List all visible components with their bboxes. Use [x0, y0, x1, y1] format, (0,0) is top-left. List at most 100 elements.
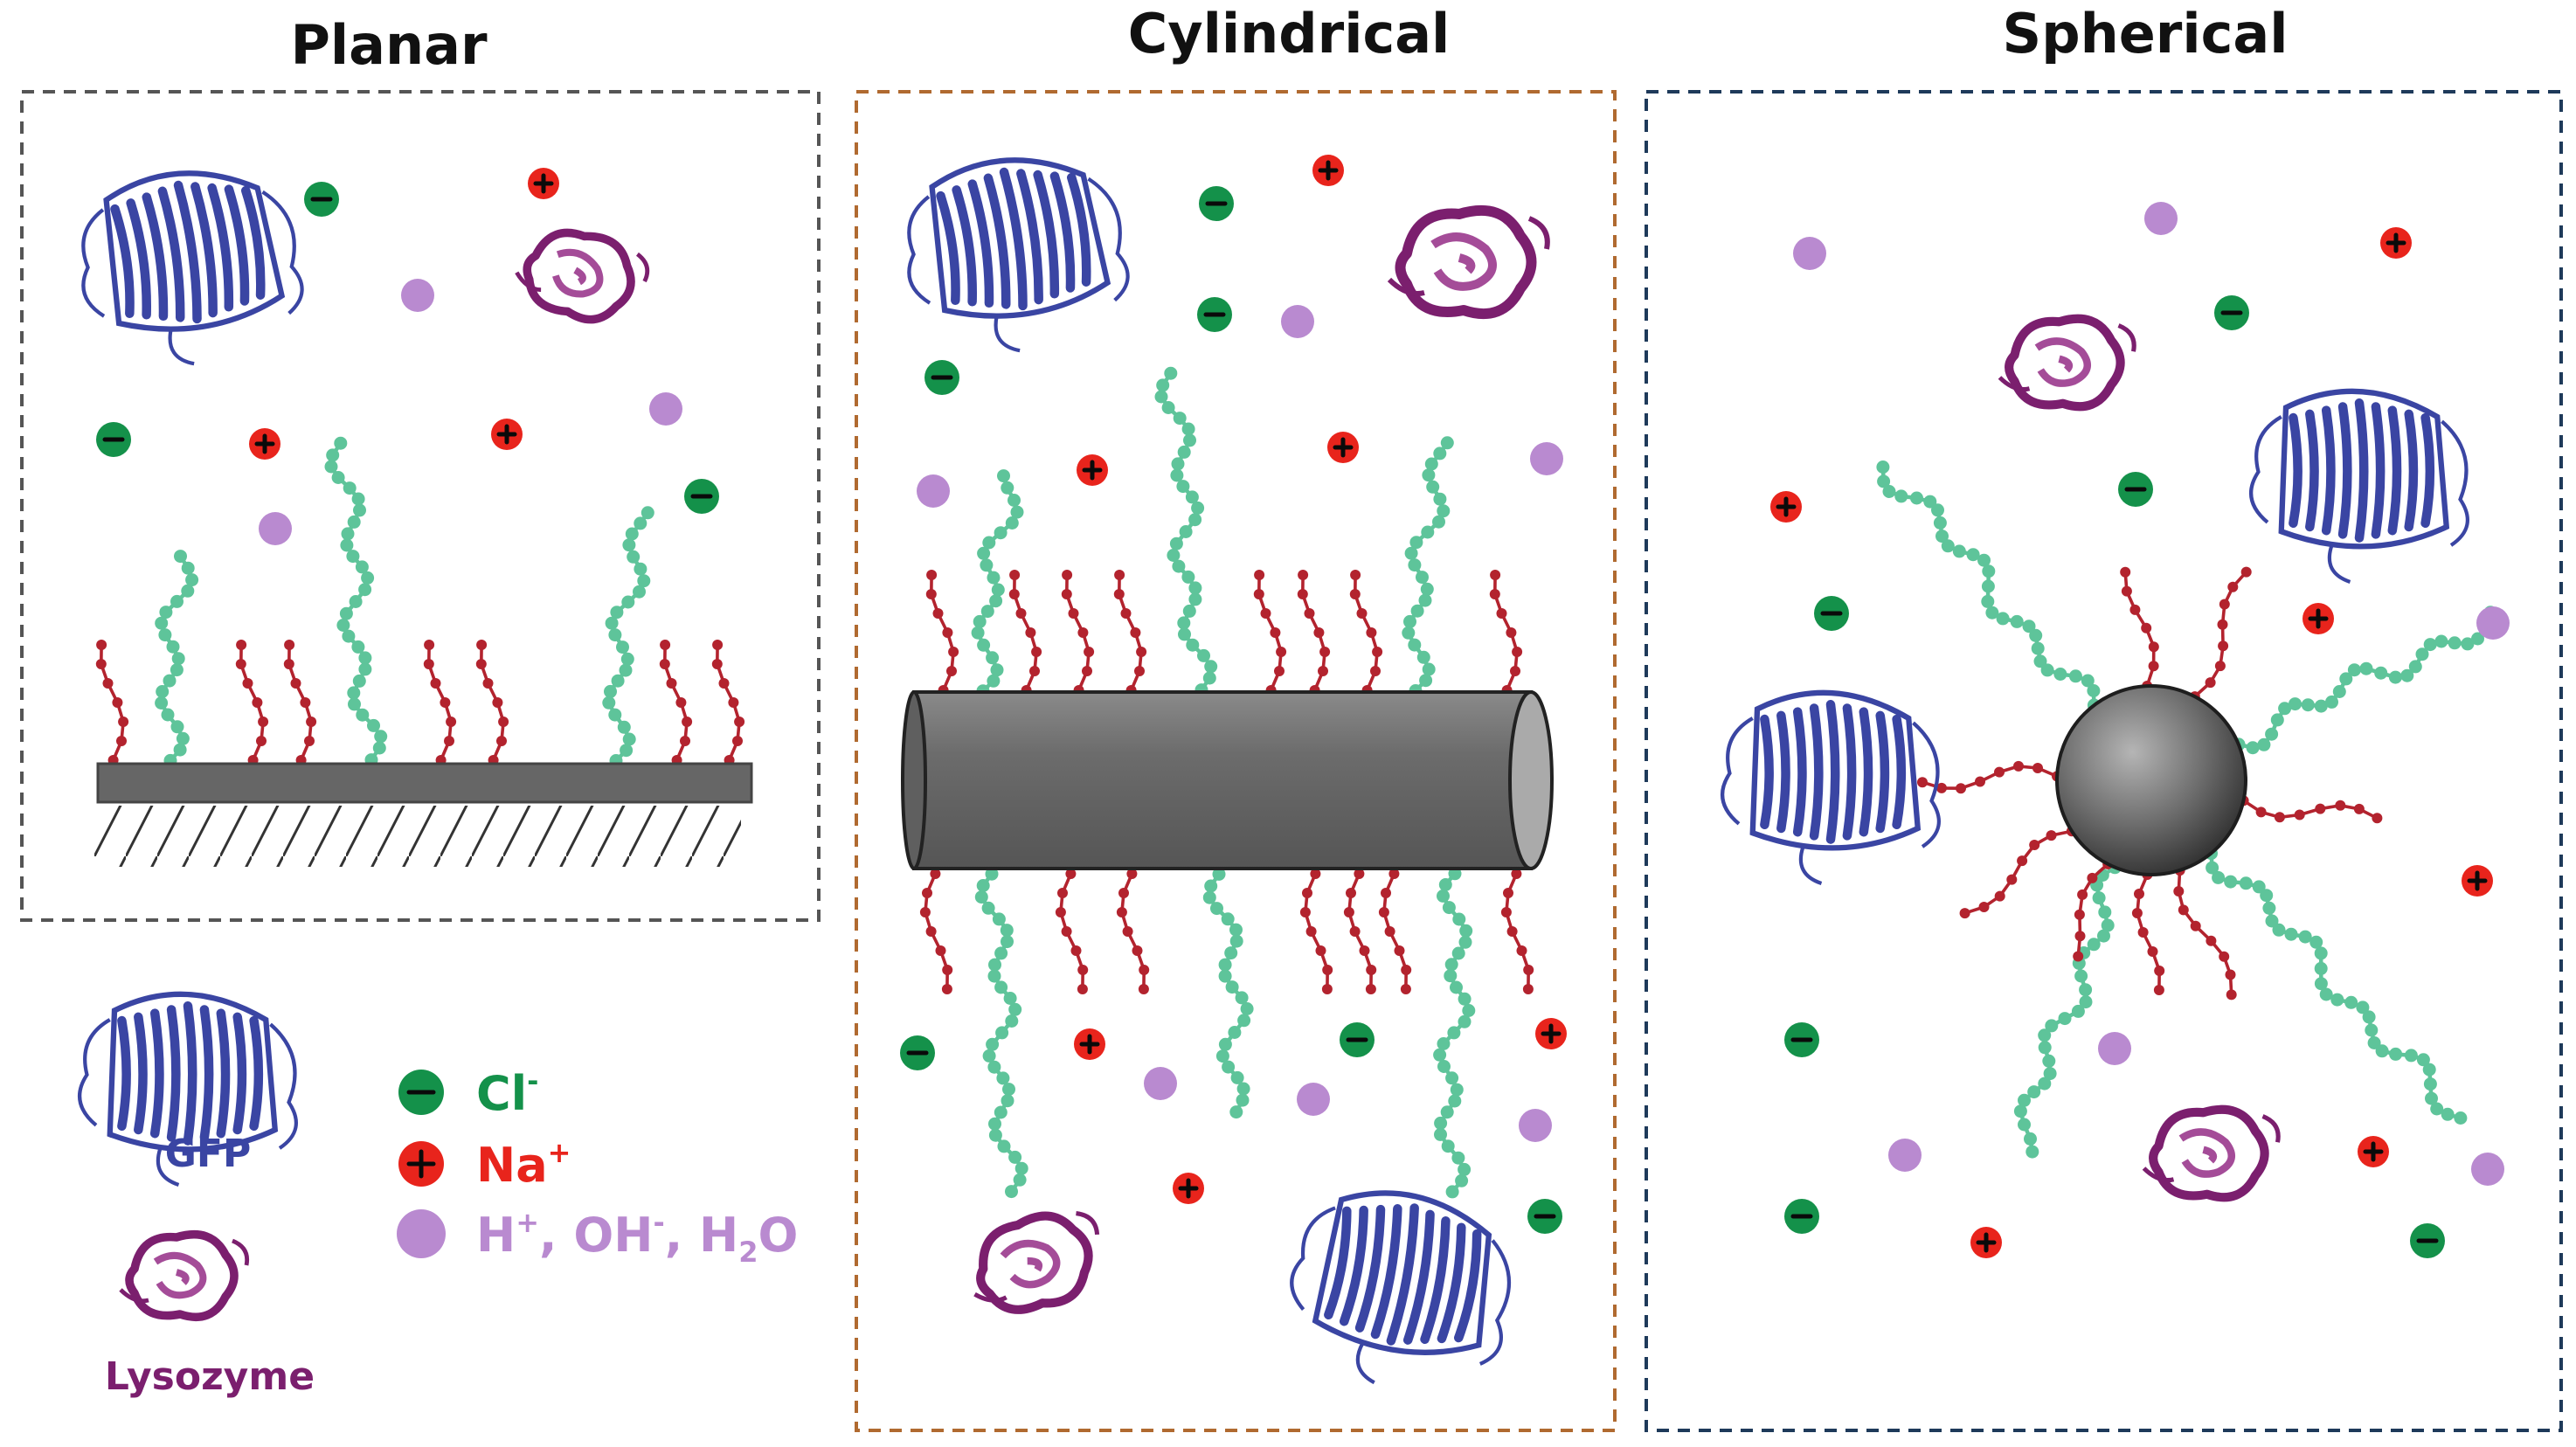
gfp-protein: [907, 157, 1130, 353]
chloride-ion: [1784, 1199, 1819, 1234]
cylinder-short-chain: [919, 869, 953, 994]
sodium-ion: [1970, 1227, 2002, 1258]
sodium-ion: [2302, 603, 2334, 634]
cylindrical-panel-frame: [855, 90, 1617, 1432]
water-ion: [1888, 1139, 1922, 1172]
planar-substrate: [94, 762, 753, 867]
cylinder-short-chain: [925, 570, 959, 696]
sodium-ion: [1312, 155, 1344, 186]
chloride-ion: [1197, 297, 1232, 332]
planar-short-chain: [475, 640, 509, 765]
sodium-ion: [528, 168, 559, 199]
sphere-short-chain: [2073, 858, 2114, 962]
cylinder-short-chain: [1116, 869, 1150, 994]
sphere-short-chain: [1917, 760, 2062, 794]
legend-sodium-text: Na+: [476, 1136, 571, 1193]
chloride-ion: [96, 422, 131, 457]
water-ion: [2471, 1153, 2504, 1186]
gfp-protein: [1290, 1190, 1512, 1385]
water-ion: [1281, 305, 1314, 338]
cylinder-long-chain: [1154, 366, 1218, 697]
chloride-ion: [2214, 295, 2249, 330]
cylinder-long-chain: [1402, 436, 1454, 697]
legend-chloride-entry: Cl-: [398, 1064, 538, 1121]
water-ion: [1793, 237, 1826, 270]
water-ion: [2144, 202, 2178, 235]
cylinder-short-chain: [1349, 570, 1383, 696]
chloride-ion: [2118, 472, 2153, 507]
sodium-ion: [491, 419, 523, 450]
planar-short-chain: [235, 640, 269, 765]
legend-water-text: H+, OH-, H2O: [476, 1206, 798, 1269]
chloride-ion: [1527, 1199, 1562, 1234]
planar-short-chain: [423, 640, 457, 765]
sphere-long-chain: [2232, 606, 2497, 755]
cylinder-long-chain: [1202, 867, 1254, 1119]
protein-layer: [78, 157, 2469, 1385]
panel-title-planar: Planar: [290, 13, 488, 77]
cylinder-short-chain: [1489, 570, 1523, 696]
legend-chloride-text: Cl-: [476, 1064, 538, 1121]
legend-lysozyme-label: Lysozyme: [105, 1354, 315, 1399]
cylinder-short-chain: [1008, 570, 1042, 696]
lysozyme-protein: [1998, 314, 2136, 412]
water-ion: [1530, 442, 1563, 475]
sodium-ion: [2462, 865, 2493, 897]
lysozyme-protein: [515, 228, 650, 324]
lysozyme-protein: [973, 1211, 1100, 1314]
planar-short-chain: [659, 640, 693, 765]
cylinder-long-chain: [974, 867, 1028, 1199]
cylinder-short-chain: [1113, 570, 1147, 696]
sphere-short-chain: [2120, 566, 2159, 691]
water-ion: [649, 392, 682, 426]
chloride-ion: [1199, 186, 1234, 221]
cylinder-short-chain: [1299, 869, 1333, 994]
cylinder-long-chain: [1433, 867, 1476, 1199]
sphere-long-chain: [2205, 847, 2468, 1125]
sodium-ion: [2380, 227, 2412, 259]
sodium-ion: [1327, 432, 1359, 463]
water-ion: [917, 474, 950, 508]
chloride-ion: [924, 360, 959, 395]
water-ion: [2476, 606, 2510, 640]
sodium-ion: [1173, 1173, 1204, 1204]
planar-long-chain: [155, 550, 199, 767]
panel-title-spherical: Spherical: [2003, 2, 2289, 66]
gfp-protein: [1721, 689, 1941, 885]
cylinder-long-chain: [971, 469, 1024, 698]
planar-panel-frame: [20, 90, 821, 922]
cylinder-short-chain: [1343, 869, 1377, 994]
gfp-protein: [78, 991, 298, 1187]
water-ion: [1519, 1109, 1552, 1142]
gfp-protein: [2249, 388, 2469, 584]
water-ion: [259, 512, 292, 545]
spherical-panel-frame: [1645, 90, 2563, 1432]
chloride-ion: [1340, 1022, 1375, 1057]
water-ion: [1297, 1083, 1330, 1116]
chloride-ion: [684, 479, 719, 514]
sphere-short-chain: [1959, 826, 2077, 919]
legend-sodium-entry: Na+: [398, 1136, 571, 1193]
sodium-ion: [1077, 454, 1108, 486]
cylinder-short-chain: [1061, 570, 1095, 696]
sphere-long-chain: [2013, 861, 2122, 1159]
cylinder-short-chain: [1378, 869, 1412, 994]
sphere-surface: [2055, 684, 2247, 876]
sphere-short-chain: [2238, 795, 2383, 824]
legend-gfp-label: GFP: [165, 1132, 251, 1176]
water-ion: [401, 279, 434, 312]
legend-water-entry: H+, OH-, H2O: [397, 1206, 798, 1269]
lysozyme-protein: [2142, 1104, 2281, 1202]
sodium-ion: [2358, 1136, 2389, 1167]
lysozyme-protein: [1387, 204, 1550, 320]
chloride-ion: [304, 182, 339, 217]
sodium-ion: [249, 428, 280, 460]
legend-water-icon: [397, 1209, 446, 1258]
gfp-protein: [81, 170, 304, 366]
sodium-ion: [1770, 491, 1802, 523]
chloride-ion: [1814, 596, 1849, 631]
planar-short-chain: [95, 640, 129, 765]
planar-long-chain: [324, 436, 388, 767]
planar-long-chain: [602, 506, 654, 767]
sodium-ion: [1074, 1028, 1105, 1060]
